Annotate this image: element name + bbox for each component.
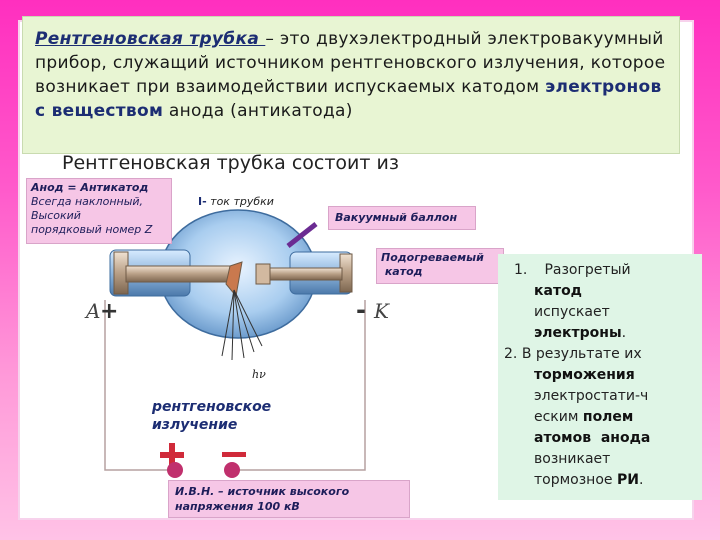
step-1-line-b: катод [504,281,696,302]
definition-text: – это двухэлектродный электровакуумный п… [35,29,666,97]
anode-label-box: Анод = Антикатод Всегда наклонный, Высок… [26,178,172,244]
definition-box: Рентгеновская трубка – это двухэлектродн… [22,16,680,154]
step-2-number: 2. [504,346,518,362]
step-1: 1. Разогретый [504,260,696,281]
current-label: I- ток трубки [198,195,274,208]
step-1-line-c: испускает [534,304,610,320]
anode-label-line3: порядковый номер Z [31,223,153,236]
vacuum-pointer [286,222,318,248]
step-2-atoms: атомов анода [534,430,651,446]
anode-label-title: Анод = Антикатод [31,181,149,194]
step-2-line-d: еским полем [504,407,696,428]
source-line1: И.В.Н. – источник высокого [175,485,350,498]
cathode-label-line2: катод [381,265,423,278]
source-label-box: И.В.Н. – источник высокого напряжения 10… [168,480,410,518]
cathode-letter: K [373,299,390,323]
cathode-minus: - [356,296,366,324]
current-symbol: I- [198,195,207,208]
xray-beam [221,289,263,361]
step-2-line-f: атомов анода [504,428,696,449]
step-2-ri: РИ [616,472,639,488]
step-1-electrons: электроны [534,325,622,341]
step-2-line-g: возникает [534,451,611,467]
positive-terminal [160,443,184,478]
subtitle: Рентгеновская трубка состоит из [62,152,399,174]
definition-bold: электронов с веществом [35,77,662,121]
anode-rod [125,265,237,283]
step-1-cathode: катод [534,283,582,299]
circuit-wires [104,300,366,471]
step-1-number: 1. [514,262,528,278]
step-2-line-h: тормозное РИ. [504,470,696,491]
step-2-line-b: торможения [504,365,696,386]
anode-letter: A [84,299,100,323]
source-line2: напряжения 100 кВ [175,500,300,513]
cathode-cup [255,263,271,285]
steps-box: 1. Разогретый катод испускает электроны.… [498,254,702,500]
cathode-label-box: Подогреваемый катод [376,248,504,284]
hv-label: hν [252,368,266,381]
radiation-line1: рентгеновское [152,399,272,415]
step-1-period: . [621,325,627,341]
definition-term: Рентгеновская трубка [35,29,266,49]
cathode-rod [261,267,343,281]
anode-label-line1: Всегда наклонный, [31,195,144,208]
step-2-line-c: электростати-ч [534,388,649,404]
vacuum-label-box: Вакуумный баллон [328,206,476,230]
step-1-line-d: электроны. [504,323,696,344]
step-2-text-d: еским [534,409,583,425]
step-2: 2. В результате их [504,344,696,365]
radiation-label: рентгеновское излучение [152,398,271,434]
anode-label-line2: Высокий [31,209,81,222]
step-2-braking: торможения [534,367,635,383]
definition-text-end: анода (антикатода) [163,101,353,121]
cathode-label-line1: Подогреваемый [381,251,484,264]
negative-terminal [222,452,246,478]
step-2-period: . [638,472,644,488]
anode-plus: + [100,299,118,324]
current-text: ток трубки [206,195,274,208]
radiation-line2: излучение [152,417,238,433]
step-2-text-h: тормозное [534,472,617,488]
step-1-line-a: Разогретый [544,262,631,278]
step-2-line-a: В результате их [521,346,642,362]
step-2-field: полем [582,409,634,425]
